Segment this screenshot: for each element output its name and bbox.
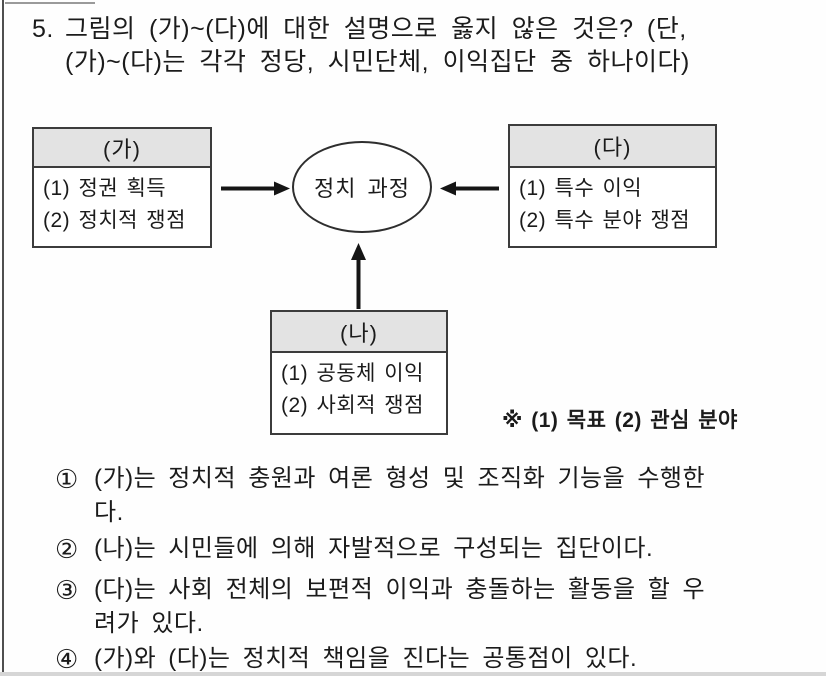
diagram-box-ga: (가) (1) 정권 획득 (2) 정치적 쟁점	[32, 127, 212, 248]
question-number: 5.	[32, 15, 54, 43]
box-na-body: (1) 공동체 이익 (2) 사회적 쟁점	[272, 353, 446, 422]
box-da-item-1: (1) 특수 이익	[519, 177, 643, 200]
page-bottom-edge	[0, 672, 826, 676]
arrow-up-icon	[351, 243, 366, 309]
box-na-item-2: (2) 사회적 쟁점	[281, 394, 424, 417]
political-process-ellipse: 정치 과정	[292, 141, 432, 233]
page-left-rule	[2, 0, 4, 676]
question-text: 그림의 (가)~(다)에 대한 설명으로 옳지 않은 것은? (단, (가)~(…	[65, 15, 690, 76]
choice-3-text: (다)는 사회 전체의 보편적 이익과 충돌하는 활동을 할 우 려가 있다.	[94, 576, 706, 637]
page-top-rule	[5, 2, 95, 4]
box-na-header: (나)	[272, 312, 446, 353]
box-na-item-1: (1) 공동체 이익	[281, 362, 424, 385]
choice-3-number-icon: ③	[55, 575, 79, 605]
box-da-body: (1) 특수 이익 (2) 특수 분야 쟁점	[510, 168, 715, 237]
ellipse-label: 정치 과정	[313, 176, 411, 201]
choice-1-text: (가)는 정치적 충원과 여론 형성 및 조직화 기능을 수행한 다.	[94, 465, 706, 526]
box-da-header: (다)	[510, 126, 715, 168]
choice-2-text: (나)는 시민들에 의해 자발적으로 구성되는 집단이다.	[94, 535, 654, 562]
answer-choice-1: ① (가)는 정치적 충원과 여론 형성 및 조직화 기능을 수행한 다.	[55, 462, 705, 530]
choice-2-number-icon: ②	[55, 534, 79, 564]
choice-4-text: (가)와 (다)는 정치적 책임을 진다는 공통점이 있다.	[94, 645, 638, 672]
answer-choice-2: ② (나)는 시민들에 의해 자발적으로 구성되는 집단이다.	[55, 532, 653, 566]
box-ga-item-1: (1) 정권 획득	[43, 177, 167, 200]
arrow-left-icon	[440, 181, 499, 196]
box-ga-header: (가)	[34, 129, 210, 168]
box-da-item-2: (2) 특수 분야 쟁점	[519, 209, 691, 232]
diagram-box-da: (다) (1) 특수 이익 (2) 특수 분야 쟁점	[508, 124, 717, 248]
choice-4-number-icon: ④	[55, 644, 79, 674]
box-ga-item-2: (2) 정치적 쟁점	[43, 209, 186, 232]
choice-1-number-icon: ①	[55, 464, 79, 494]
diagram-footnote: ※ (1) 목표 (2) 관심 분야	[502, 409, 738, 432]
diagram-box-na: (나) (1) 공동체 이익 (2) 사회적 쟁점	[270, 310, 448, 435]
arrow-right-icon	[221, 181, 290, 196]
answer-choice-3: ③ (다)는 사회 전체의 보편적 이익과 충돌하는 활동을 할 우 려가 있다…	[55, 573, 705, 641]
question-stem: 5. 그림의 (가)~(다)에 대한 설명으로 옳지 않은 것은? (단, (가…	[32, 13, 690, 79]
answer-choice-4: ④ (가)와 (다)는 정치적 책임을 진다는 공통점이 있다.	[55, 642, 637, 676]
box-ga-body: (1) 정권 획득 (2) 정치적 쟁점	[34, 168, 210, 237]
